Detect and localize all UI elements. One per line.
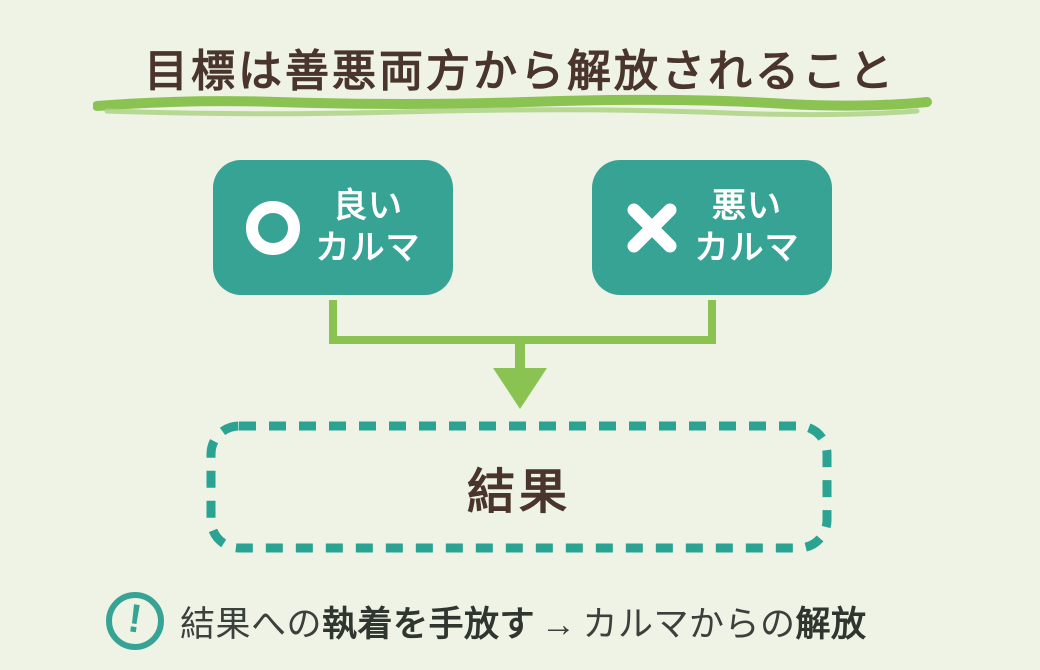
result-box: 結果: [205, 420, 833, 554]
note-seg-1: 結果への: [180, 604, 323, 644]
bad-karma-box: 悪い カルマ: [592, 160, 832, 295]
x-icon: [627, 203, 676, 252]
bad-karma-label: 悪い カルマ: [695, 186, 800, 269]
right-arrow-glyph: →: [541, 604, 577, 644]
bad-karma-line2: カルマ: [694, 228, 800, 267]
note-text: 結果への執着を手放す→カルマからの解放: [180, 596, 867, 647]
good-karma-box: 良い カルマ: [213, 160, 453, 295]
good-karma-label: 良い カルマ: [316, 186, 421, 269]
dashed-border: [206, 421, 832, 553]
bad-karma-line1: 悪い: [712, 187, 782, 226]
note-seg-5: 解放: [795, 604, 867, 644]
note-seg-2: 執着を手放す: [322, 604, 536, 644]
circle-icon: [245, 200, 300, 255]
exclamation-icon: !: [106, 592, 164, 650]
good-karma-line2: カルマ: [315, 228, 421, 267]
note-seg-4: カルマからの: [582, 604, 796, 644]
result-label: 結果: [466, 466, 571, 519]
note-row: ! 結果への執着を手放す→カルマからの解放: [106, 592, 867, 650]
good-karma-line1: 良い: [333, 187, 403, 226]
marker-underline: [93, 94, 932, 118]
merge-arrow: [329, 300, 716, 409]
page-title: 目標は善悪両方から解放されること: [144, 47, 896, 96]
exclamation-glyph: !: [125, 596, 145, 642]
